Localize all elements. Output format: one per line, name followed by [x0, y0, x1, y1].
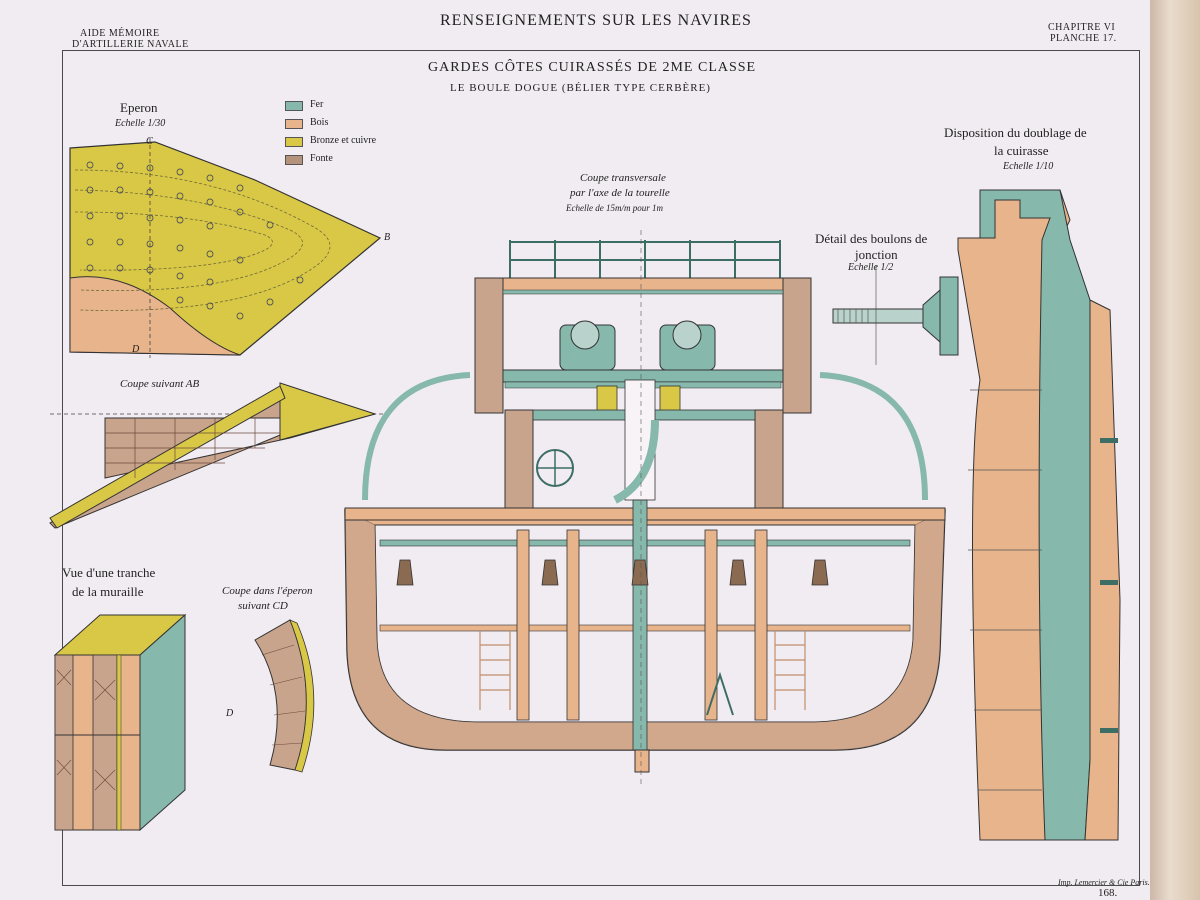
legend-swatch-bois [285, 119, 303, 129]
ship-cross-section-drawing [344, 230, 946, 785]
book-spine [1150, 0, 1200, 900]
doublage-title-line1: Disposition du doublage de [944, 125, 1087, 140]
page-number: 168. [1098, 887, 1118, 899]
doublage-scale: Echelle 1/10 [1003, 161, 1054, 172]
coupe-cd-title-line2: suivant CD [238, 600, 288, 612]
coupe-ab-title: Coupe suivant AB [120, 378, 200, 390]
legend-swatch-fer [285, 101, 303, 111]
legend-swatch-fonte [285, 155, 303, 165]
plate-subtitle: LE BOULE DOGUE (BÉLIER TYPE CERBÈRE) [450, 82, 711, 94]
coupe-cd-drawing [254, 619, 315, 773]
legend-label-bois: Bois [310, 117, 329, 128]
header-right-line1: CHAPITRE VI [1048, 22, 1116, 33]
plate-frame [62, 50, 1140, 886]
tranche-title-line1: Vue d'une tranche [62, 565, 156, 580]
eperon-point-c: C [146, 136, 153, 147]
coupe-ab-drawing [49, 382, 385, 529]
tranche-drawing [53, 613, 187, 832]
header-left-line1: AIDE MÉMOIRE [80, 28, 160, 39]
doublage-drawing [957, 189, 1121, 841]
tranche-title-line2: de la muraille [72, 584, 144, 599]
boulons-drawing [832, 265, 959, 365]
eperon-title: Eperon [120, 100, 158, 115]
plate-title: GARDES CÔTES CUIRASSÉS DE 2ME CLASSE [428, 60, 757, 75]
legend-label-bronze: Bronze et cuivre [310, 135, 377, 146]
transversale-scale: Echelle de 15m/m pour 1m [566, 203, 663, 213]
boulons-title-line2: jonction [855, 247, 898, 262]
eperon-point-b: B [384, 232, 391, 243]
eperon-scale: Echelle 1/30 [115, 118, 166, 129]
boulons-title-line1: Détail des boulons de [815, 231, 928, 246]
transversale-line2: par l'axe de la tourelle [570, 187, 670, 199]
legend-label-fonte: Fonte [310, 153, 333, 164]
coupe-cd-title-line1: Coupe dans l'éperon [222, 585, 313, 597]
printer-credit: Imp. Lemercier & Cie Paris. [1058, 878, 1150, 887]
legend-label-fer: Fer [310, 99, 324, 110]
header-left-line2: D'ARTILLERIE NAVALE [72, 39, 189, 50]
header-right-line2: PLANCHE 17. [1050, 33, 1117, 44]
eperon-plan-drawing [69, 138, 382, 358]
transversale-line1: Coupe transversale [580, 172, 666, 184]
doublage-title-line2: la cuirasse [994, 143, 1049, 158]
eperon-point-d: D [132, 344, 140, 355]
boulons-scale: Echelle 1/2 [848, 262, 894, 273]
legend-swatch-bronze [285, 137, 303, 147]
coupe-cd-point-d: D [226, 708, 234, 719]
header-title: RENSEIGNEMENTS SUR LES NAVIRES [440, 12, 752, 29]
